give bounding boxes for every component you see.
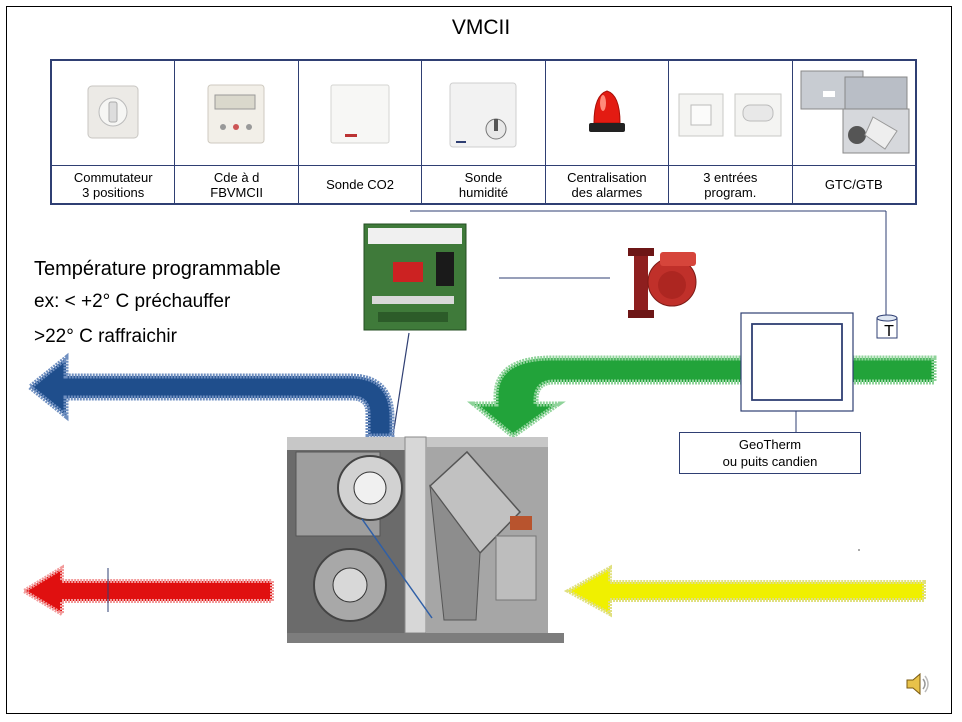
device-cell-entrees: 3 entrées program. — [669, 61, 793, 203]
ventilation-unit-icon — [287, 436, 564, 643]
humidity-sensor-icon — [422, 61, 545, 166]
device-label: Commutateur 3 positions — [73, 169, 153, 200]
yellow-air-arrow — [563, 564, 926, 618]
gtc-unit-icon — [792, 61, 915, 166]
temperature-sensor-icon — [876, 314, 898, 339]
control-panel-icon — [175, 61, 298, 166]
device-cell-alarmes: Centralisation des alarmes — [545, 61, 670, 203]
device-cell-humidite: Sonde humidité — [422, 61, 546, 203]
device-label: GTC/GTB — [824, 177, 883, 192]
geotherm-box — [740, 312, 854, 432]
device-cell-commutateur: Commutateur 3 positions — [52, 61, 176, 203]
wall-switch-icon — [669, 61, 792, 166]
control-board-icon — [363, 223, 467, 331]
temperature-text-line2: ex: < +2° C préchauffer — [34, 291, 231, 312]
blue-air-arrow — [26, 352, 395, 439]
red-air-arrow — [20, 564, 274, 618]
speaker-icon[interactable] — [904, 670, 932, 703]
device-label: Centralisation des alarmes — [567, 169, 647, 200]
slide-title: VMCII — [451, 16, 511, 39]
device-cell-cde: Cde à d FBVMCII — [175, 61, 299, 203]
device-label: 3 entrées program. — [703, 169, 758, 200]
device-cell-co2: Sonde CO2 — [298, 61, 423, 203]
device-label: Cde à d FBVMCII — [210, 169, 263, 200]
temperature-text-line3: >22° C raffraichir — [34, 326, 177, 347]
green-air-arrow — [467, 355, 937, 440]
device-table: Commutateur 3 positions Cde à d FBVMCII … — [50, 59, 917, 205]
device-label: Sonde humidité — [458, 169, 509, 200]
temperature-sensor-label: T — [884, 323, 894, 340]
circulation-pump-icon — [628, 248, 697, 318]
rotary-switch-icon — [52, 61, 175, 166]
device-label: Sonde CO2 — [326, 177, 395, 192]
co2-sensor-icon — [298, 61, 422, 166]
slide-frame — [6, 6, 952, 714]
geotherm-label: GeoTherm ou puits candien — [679, 432, 861, 474]
temperature-text-line1: Température programmable — [34, 258, 281, 280]
device-cell-gtc: GTC/GTB — [792, 61, 915, 203]
alarm-beacon-icon — [545, 61, 669, 166]
